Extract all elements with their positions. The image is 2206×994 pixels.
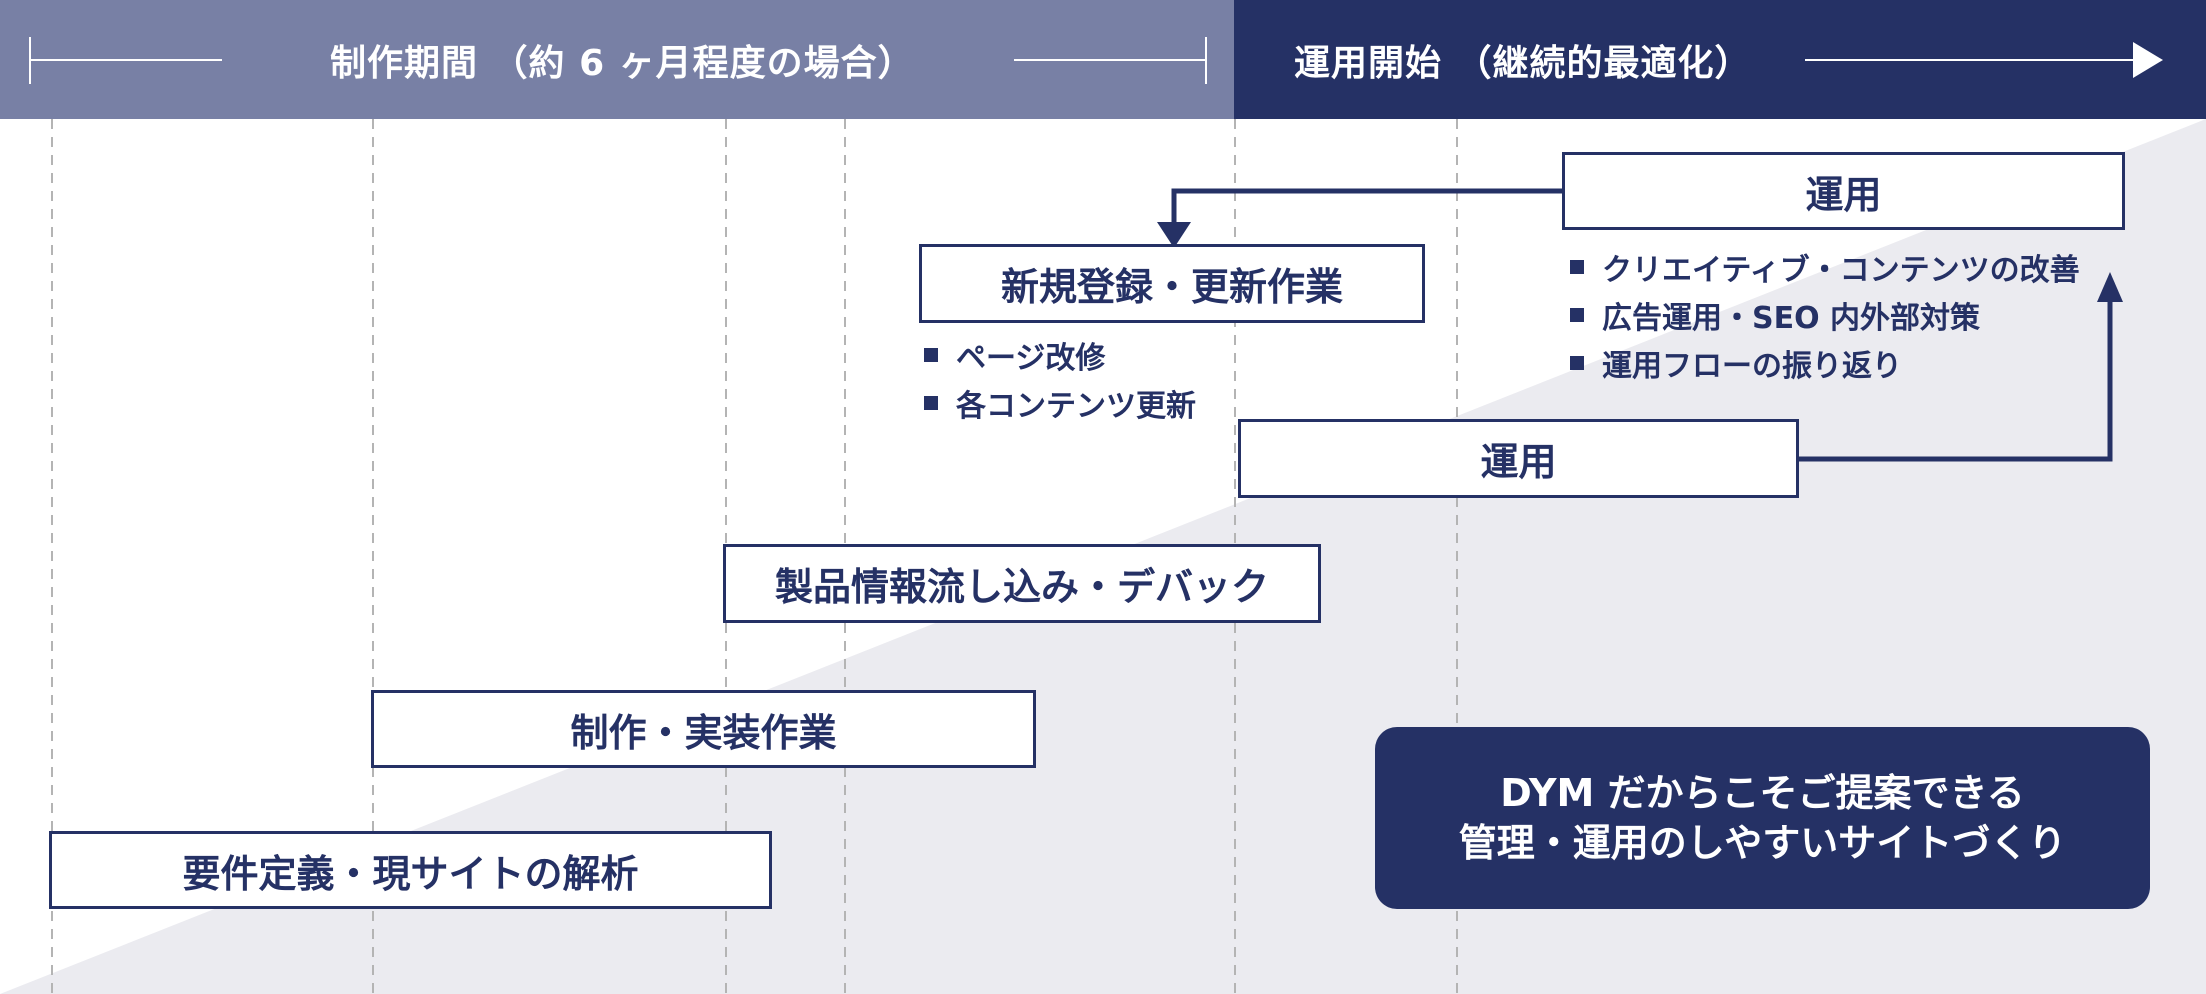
registration-bullets: ページ改修 各コンテンツ更新 [924, 331, 1196, 427]
task-operation-upper: 運用 [1562, 152, 2125, 230]
operation-start-header: 運用開始 （継続的最適化） [1234, 0, 2206, 119]
task-implementation: 制作・実装作業 [371, 690, 1036, 768]
callout-line-1: DYM だからこそご提案できる [1500, 771, 2025, 815]
bullet-square-icon [1570, 356, 1584, 370]
arrow-operation-to-upper [1797, 298, 2113, 462]
task-registration: 新規登録・更新作業 [919, 244, 1425, 323]
task-data-loading: 製品情報流し込み・デバック [723, 544, 1321, 623]
list-item-label: 広告運用・SEO 内外部対策 [1602, 301, 1981, 336]
callout-line-2: 管理・運用のしやすいサイトづくり [1458, 821, 2067, 865]
operation-arrow [1805, 42, 2163, 78]
task-requirements: 要件定義・現サイトの解析 [49, 831, 772, 909]
list-item: クリエイティブ・コンテンツの改善 [1570, 243, 2080, 291]
operation-arrow-head [2133, 42, 2163, 78]
list-item-label: 運用フローの振り返り [1602, 349, 1902, 384]
arrow-head-down [1157, 222, 1191, 248]
dym-callout: DYM だからこそご提案できる 管理・運用のしやすいサイトづくり [1375, 727, 2150, 909]
production-period-bracket [29, 37, 1207, 84]
list-item-label: 各コンテンツ更新 [956, 389, 1196, 424]
production-period-label: 制作期間 （約 6 ヶ月程度の場合） [330, 43, 915, 84]
list-item-label: クリエイティブ・コンテンツの改善 [1602, 253, 2080, 288]
list-item: 各コンテンツ更新 [924, 379, 1196, 427]
operation-bullets: クリエイティブ・コンテンツの改善 広告運用・SEO 内外部対策 運用フローの振り… [1570, 243, 2080, 387]
bullet-square-icon [924, 348, 938, 362]
production-period-header: 制作期間 （約 6 ヶ月程度の場合） [0, 0, 1234, 119]
operation-start-label: 運用開始 （継続的最適化） [1294, 43, 1752, 84]
list-item: ページ改修 [924, 331, 1196, 379]
list-item: 運用フローの振り返り [1570, 339, 2080, 387]
bullet-square-icon [1570, 308, 1584, 322]
list-item-label: ページ改修 [956, 341, 1106, 376]
task-operation-lower: 運用 [1238, 419, 1799, 498]
arrow-head-up [2097, 272, 2123, 302]
list-item: 広告運用・SEO 内外部対策 [1570, 291, 2080, 339]
bullet-square-icon [924, 396, 938, 410]
bullet-square-icon [1570, 260, 1584, 274]
feedback-arrow-to-registration [1171, 188, 1565, 226]
